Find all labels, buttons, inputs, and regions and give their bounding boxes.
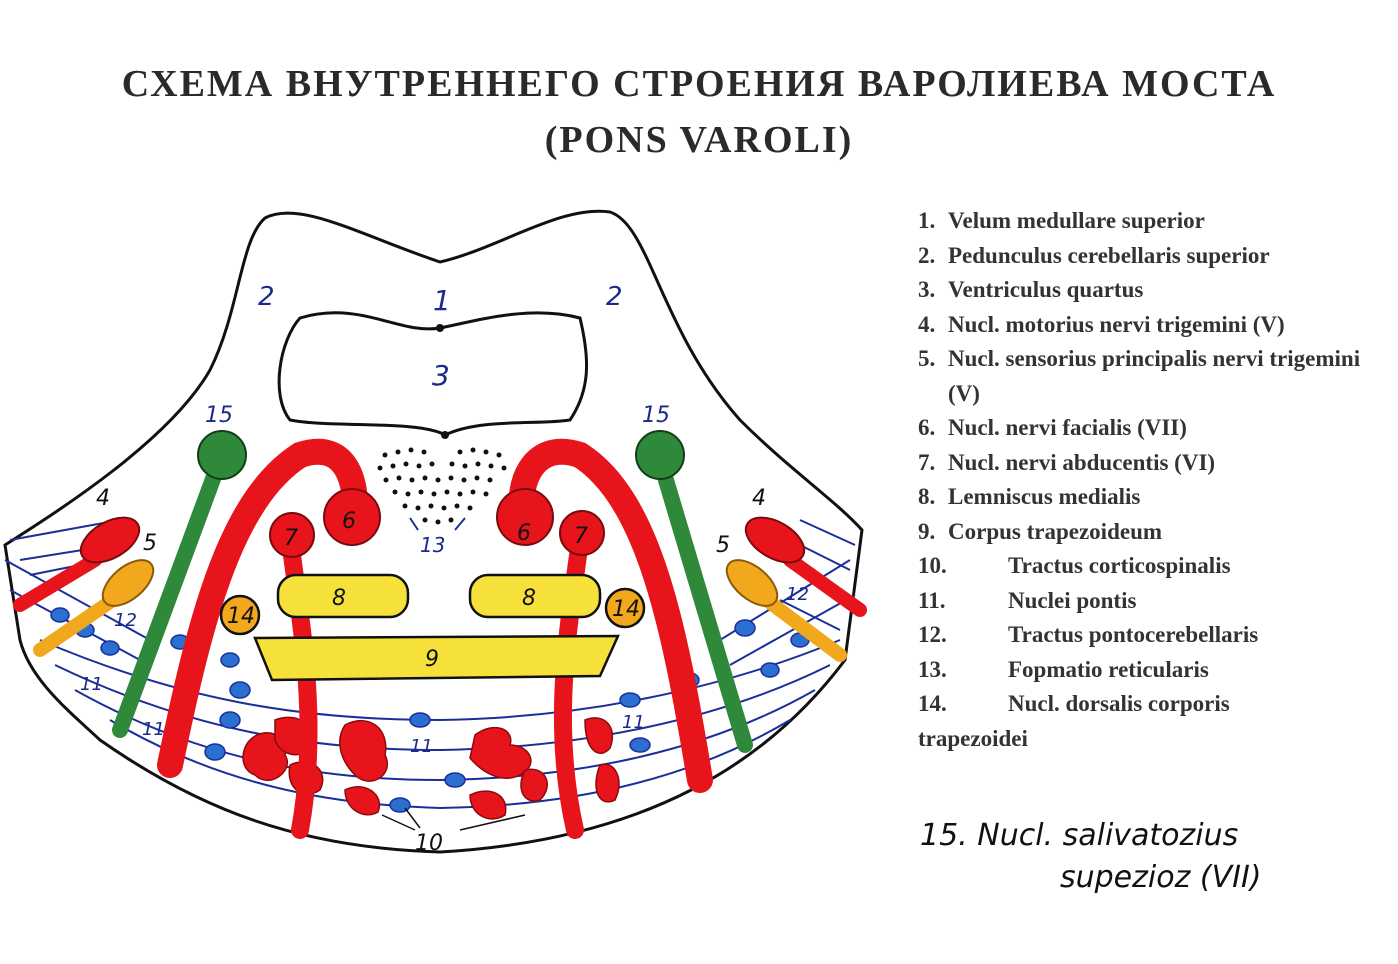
label-11-right: 11 [622, 712, 645, 733]
legend-item-10: 10.Tractus corticospinalis [918, 553, 1231, 578]
nuclei-pontis [50, 607, 810, 813]
label-4-right: 4 [752, 486, 766, 511]
label-6-right: 6 [517, 521, 531, 546]
label-14-left: 14 [227, 604, 255, 629]
label-15-left: 15 [205, 403, 233, 428]
legend-item-7: 7.Nucl. nervi abducentis (VI) [918, 449, 1216, 475]
label-4-left: 4 [96, 486, 110, 511]
label-14-right: 14 [612, 597, 640, 622]
lemniscus-left [276, 573, 410, 619]
label-7-right: 7 [574, 524, 588, 549]
legend-15-line2: supezioz (VII) [1060, 860, 1262, 895]
legend-item-1: 1.Velum medullare superior [918, 208, 1205, 233]
label-9: 9 [425, 647, 439, 672]
trigeminal-sensory-left [33, 559, 155, 657]
trigeminal-sensory-right [725, 559, 847, 662]
legend-item-12: 12.Tractus pontocerebellaris [918, 622, 1259, 647]
corpus-trapezoideum [253, 634, 620, 682]
label-7-left: 7 [284, 526, 298, 551]
legend-item-8: 8.Lemniscus medialis [918, 484, 1141, 509]
label-15-right: 15 [642, 403, 670, 428]
label-5-right: 5 [716, 533, 730, 558]
nucleus-6-right [496, 488, 554, 546]
legend-item-6: 6.Nucl. nervi facialis (VII) [918, 415, 1187, 440]
label-13: 13 [420, 533, 445, 557]
label-10-pointers [381, 807, 526, 831]
label-11-center: 11 [410, 736, 433, 757]
velum-dot [436, 324, 444, 332]
legend-item-5: 5.Nucl. sensorius principalis nervi trig… [918, 346, 1361, 406]
legend-item-15: 15. Nucl. salivatozius supezioz (VII) [920, 815, 1262, 899]
legend: 1.Velum medullare superior 2.Pedunculus … [918, 204, 1388, 756]
label-5-left: 5 [143, 531, 157, 556]
legend-item-2: 2.Pedunculus cerebellaris superior [918, 242, 1270, 268]
label-8-right: 8 [522, 586, 536, 611]
label-8-left: 8 [332, 586, 346, 611]
ventricle-bottom-dot [441, 431, 449, 439]
legend-item-4: 4.Nucl. motorius nervi trigemini (V) [918, 311, 1285, 337]
legend-item-9: 9.Corpus trapezoideum [918, 518, 1163, 544]
lemniscus-right [468, 573, 602, 619]
label-10: 10 [415, 831, 443, 856]
salivatory-nucleus-right [635, 430, 753, 753]
trigeminal-motor-right [744, 516, 867, 617]
title-line2: (PONS VAROLI) [544, 119, 854, 161]
pons-outline [3, 209, 864, 854]
label-1: 1 [433, 284, 451, 317]
nucleus-14-right [604, 587, 646, 629]
reticular-formation [377, 447, 507, 525]
nucleus-6-left [323, 488, 381, 546]
label-3: 3 [432, 359, 450, 392]
legend-item-13: 13.Fopmatio reticularis [918, 656, 1209, 682]
nucleus-14-left [219, 594, 261, 636]
salivatory-nucleus-left [112, 430, 247, 738]
label-6-left: 6 [342, 509, 356, 534]
label-12-left: 12 [114, 610, 137, 631]
label-12-right: 12 [786, 584, 809, 605]
legend-item-11: 11.Nuclei pontis [918, 587, 1137, 613]
label-2-left: 2 [258, 282, 275, 312]
legend-15-line1: 15. Nucl. salivatozius [920, 818, 1239, 853]
title-line1: СХЕМА ВНУТРЕННЕГО СТРОЕНИЯ ВАРОЛИЕВА МОС… [121, 63, 1277, 105]
label-11-left: 11 [142, 719, 165, 740]
nucleus-7-left [269, 512, 315, 558]
legend-item-3: 3.Ventriculus quartus [918, 277, 1144, 302]
label-2-right: 2 [606, 282, 623, 312]
label-11-far-left: 11 [80, 674, 103, 695]
trigeminal-motor-left [13, 516, 141, 612]
label-13-arrows [409, 517, 466, 531]
nucleus-7-right [559, 510, 605, 556]
